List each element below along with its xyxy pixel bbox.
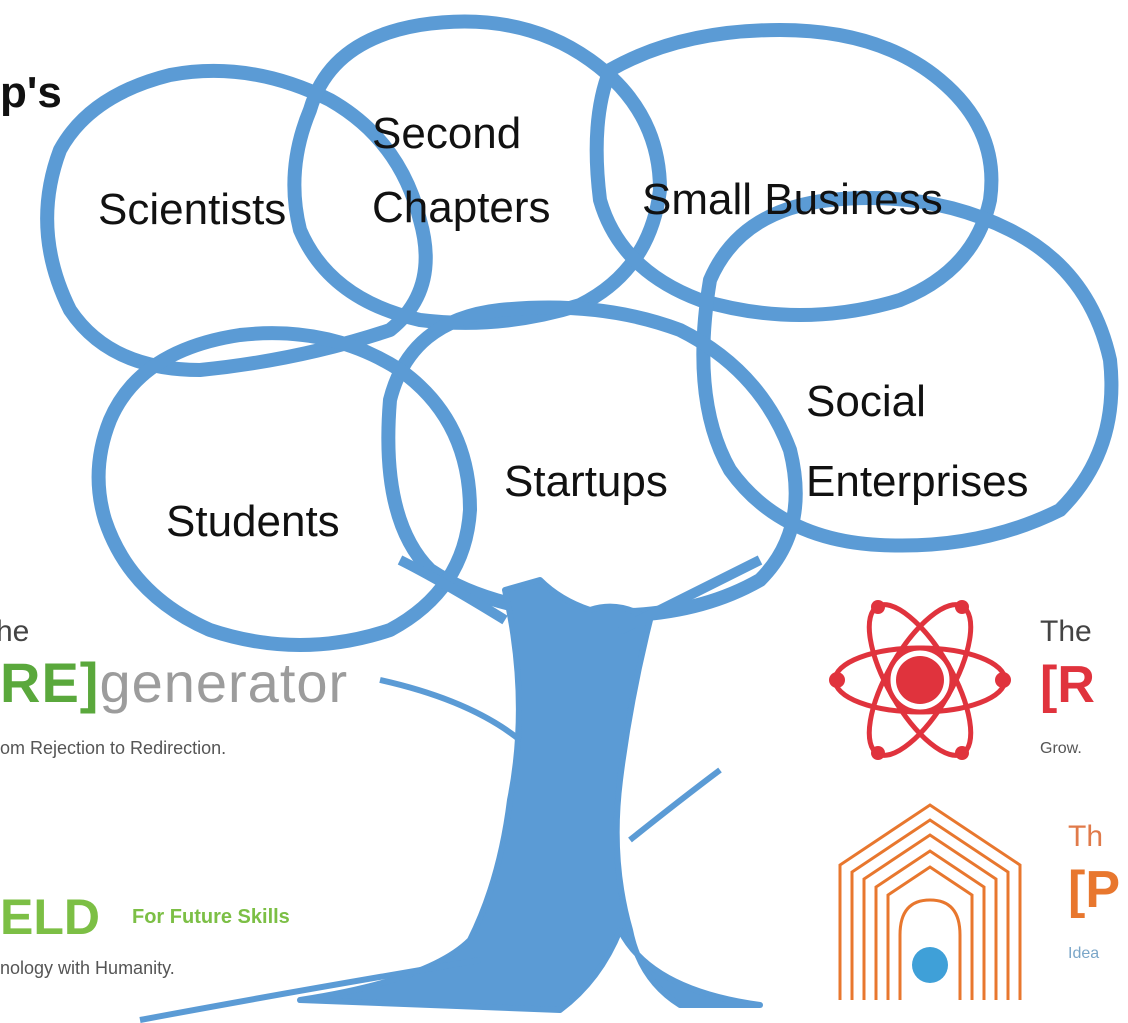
logo-arch-tagline: Idea [1068, 945, 1100, 962]
logo-atom-bracket: [R [1040, 656, 1095, 714]
logo-regenerator-bracket: RE] [0, 651, 100, 714]
logo-yield-tagline: nology with Humanity. [0, 958, 175, 978]
label-scientists: Scientists [98, 185, 287, 234]
logo-atom-tagline: Grow. [1040, 740, 1082, 757]
root-left [139, 957, 481, 1023]
logo-regenerator-wordmark: RE]generator [0, 650, 348, 715]
logo-arch-the: Th [1068, 820, 1104, 853]
label-second: Second [372, 109, 522, 158]
branch-low-left [379, 677, 522, 743]
logo-regenerator-tagline: om Rejection to Redirection. [0, 738, 227, 758]
logo-yield-word: ELD [0, 889, 100, 945]
label-chapters: Chapters [372, 183, 551, 232]
arch-icon [838, 803, 1022, 1000]
tree-trunk [297, 577, 763, 1013]
atom-icon [829, 600, 1011, 760]
label-students: Students [166, 497, 340, 546]
label-small-business: Small Business [642, 175, 943, 224]
label-enterprises: Enterprises [806, 457, 1029, 506]
page-title-fragment: p's [0, 68, 62, 117]
logo-atom-the: The [1040, 615, 1092, 648]
logo-regenerator-word: generator [99, 651, 349, 714]
branch-left [397, 555, 508, 625]
bubble-second [287, 14, 667, 330]
bubble-social [696, 191, 1119, 553]
bubble-students [91, 326, 477, 652]
bubble-small [589, 23, 999, 322]
label-social: Social [806, 377, 926, 426]
logo-arch-bracket: [P [1068, 861, 1120, 919]
logo-regenerator-the: he [0, 615, 30, 648]
label-startups: Startups [504, 457, 668, 506]
logo-yield-suffix: For Future Skills [132, 906, 290, 928]
branch-low-right [628, 767, 722, 843]
bubble-scientists [40, 63, 433, 377]
branch-right [617, 555, 763, 635]
